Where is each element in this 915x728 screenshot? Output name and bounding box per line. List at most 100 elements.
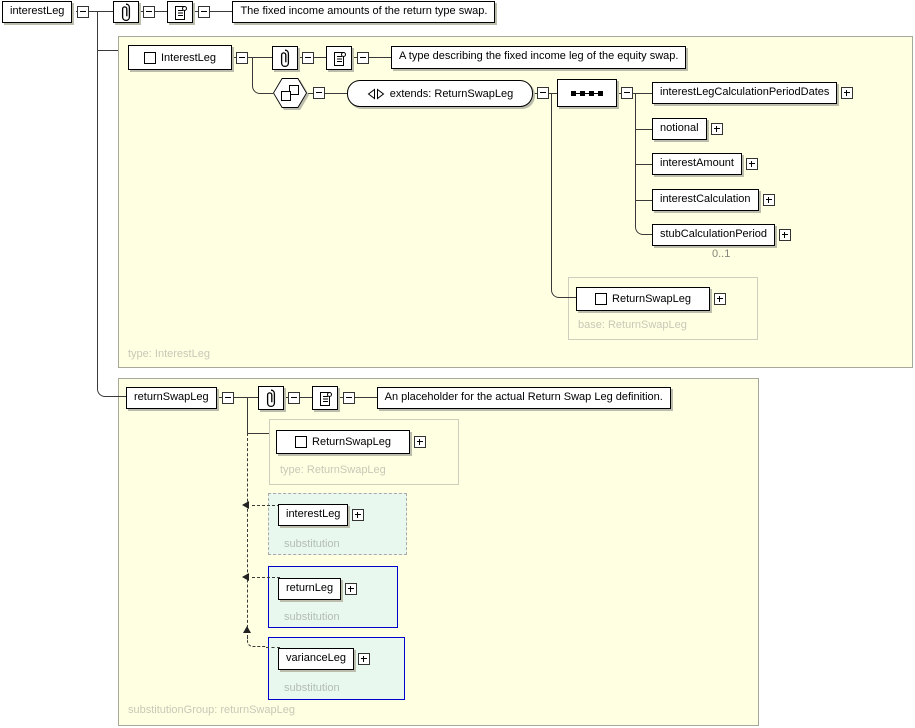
element-notional[interactable]: notional — [652, 117, 707, 141]
expand-toggle-icon[interactable] — [762, 194, 775, 206]
element-returnLeg-substitution[interactable]: returnLeg — [278, 577, 342, 601]
expand-toggle-icon[interactable] — [352, 509, 365, 521]
type-ref-row: ReturnSwapLeg — [276, 430, 426, 456]
child-element-row: notional — [652, 117, 723, 141]
annotation-button[interactable] — [257, 386, 284, 410]
connector-corner — [252, 86, 273, 94]
collapse-toggle-icon[interactable] — [287, 392, 300, 404]
expand-toggle-icon[interactable] — [357, 653, 370, 665]
scroll-icon — [319, 392, 332, 406]
complex-content-icon — [281, 85, 299, 101]
element-interestCalculation[interactable]: interestCalculation — [652, 188, 759, 212]
return-swap-leg-header-row: returnSwapLeg An placeholder for the act… — [126, 386, 671, 410]
scroll-icon — [175, 6, 188, 20]
connector — [97, 11, 98, 388]
expand-toggle-icon[interactable] — [414, 436, 426, 448]
collapse-toggle-icon[interactable] — [357, 51, 369, 64]
connector-corner — [551, 289, 576, 298]
connector — [551, 93, 552, 289]
expand-toggle-icon[interactable] — [841, 87, 854, 99]
paperclip-icon — [266, 389, 275, 408]
base-type-row: ReturnSwapLeg — [576, 287, 726, 313]
expand-toggle-icon[interactable] — [779, 229, 792, 241]
collapse-toggle-icon[interactable] — [221, 392, 234, 404]
connector — [635, 164, 654, 165]
substitution-row: varianceLeg — [278, 647, 370, 671]
substitution-row: interestLeg — [278, 503, 365, 527]
documentation-text[interactable]: The fixed income amounts of the return t… — [232, 0, 496, 24]
connector-corner — [635, 224, 654, 235]
type-ref-caption: type: ReturnSwapLeg — [280, 464, 386, 476]
collapse-toggle-icon[interactable] — [236, 51, 248, 64]
connector — [247, 433, 269, 434]
complextype-ReturnSwapLeg-base[interactable]: ReturnSwapLeg — [576, 287, 712, 313]
collapse-toggle-icon[interactable] — [77, 6, 90, 18]
element-interestAmount[interactable]: interestAmount — [652, 152, 742, 176]
collapse-toggle-icon[interactable] — [313, 87, 325, 99]
collapse-toggle-icon[interactable] — [302, 51, 314, 64]
documentation-button[interactable] — [311, 386, 338, 410]
documentation-button[interactable] — [326, 45, 352, 70]
connector — [97, 50, 118, 51]
element-interestLegCalculationPeriodDates[interactable]: interestLegCalculationPeriodDates — [652, 81, 838, 105]
occurrence-label: 0..1 — [712, 248, 731, 260]
documentation-button[interactable] — [167, 1, 194, 23]
connector — [635, 129, 654, 130]
expand-toggle-icon[interactable] — [745, 158, 758, 170]
child-element-row: stubCalculationPeriod — [652, 223, 792, 247]
collapse-toggle-icon[interactable] — [537, 87, 549, 99]
collapse-toggle-icon[interactable] — [198, 6, 211, 18]
complextype-ReturnSwapLeg-ref[interactable]: ReturnSwapLeg — [276, 430, 412, 456]
collapse-toggle-icon[interactable] — [143, 6, 156, 18]
expand-toggle-icon[interactable] — [710, 123, 723, 135]
annotation-button[interactable] — [113, 1, 140, 23]
sequence-icon — [571, 90, 603, 97]
type-ref-name: ReturnSwapLeg — [312, 436, 391, 448]
element-interestLeg-substitution[interactable]: interestLeg — [278, 503, 349, 527]
substitution-caption: substitution — [284, 538, 340, 550]
documentation-text[interactable]: A type describing the fixed income leg o… — [391, 46, 687, 69]
scroll-icon — [334, 51, 346, 66]
substitution-caption: substitution — [284, 682, 340, 694]
connector — [635, 93, 636, 224]
child-element-row: interestLegCalculationPeriodDates — [652, 81, 854, 105]
type-name-label: InterestLeg — [160, 51, 217, 64]
documentation-text[interactable]: An placeholder for the actual Return Swa… — [376, 386, 671, 410]
connector — [252, 57, 253, 87]
square-icon — [595, 293, 608, 305]
panel-footer-substitution-group: substitutionGroup: returnSwapLeg — [128, 704, 295, 716]
child-element-row: interestCalculation — [652, 188, 775, 212]
substitution-arrow-icon — [242, 573, 249, 581]
substitution-connector — [252, 505, 280, 506]
base-type-container — [568, 277, 758, 340]
child-element-row: interestAmount — [652, 152, 758, 176]
collapse-toggle-icon[interactable] — [621, 87, 633, 99]
substitution-connector — [252, 577, 280, 578]
complextype-InterestLeg[interactable]: InterestLeg — [128, 45, 234, 72]
substitution-arrow-icon — [243, 626, 251, 633]
expand-toggle-icon[interactable] — [345, 583, 358, 595]
element-stubCalculationPeriod[interactable]: stubCalculationPeriod — [652, 223, 776, 247]
collapse-toggle-icon[interactable] — [342, 392, 355, 404]
expand-toggle-icon[interactable] — [714, 293, 726, 305]
connector-corner — [97, 388, 126, 397]
element-interestLeg[interactable]: interestLeg — [2, 0, 73, 24]
paperclip-icon — [122, 3, 131, 22]
substitution-caption: substitution — [284, 611, 340, 623]
element-varianceLeg-substitution[interactable]: varianceLeg — [278, 647, 354, 671]
square-icon — [143, 51, 156, 64]
element-returnSwapLeg[interactable]: returnSwapLeg — [126, 386, 217, 410]
extension-node[interactable]: extends: ReturnSwapLeg — [347, 80, 533, 107]
complex-content-node[interactable] — [273, 78, 309, 110]
substitution-arrow-icon — [242, 501, 249, 509]
connector — [76, 11, 244, 12]
substitution-connector — [247, 433, 248, 638]
annotation-button[interactable] — [272, 45, 298, 70]
square-icon — [295, 436, 308, 448]
substitution-row: returnLeg — [278, 577, 358, 601]
panel-footer-type: type: InterestLeg — [128, 348, 210, 360]
root-element-row: interestLeg The fixed income amounts of … — [2, 0, 496, 24]
sequence-node[interactable] — [557, 79, 619, 109]
connector — [247, 397, 248, 433]
